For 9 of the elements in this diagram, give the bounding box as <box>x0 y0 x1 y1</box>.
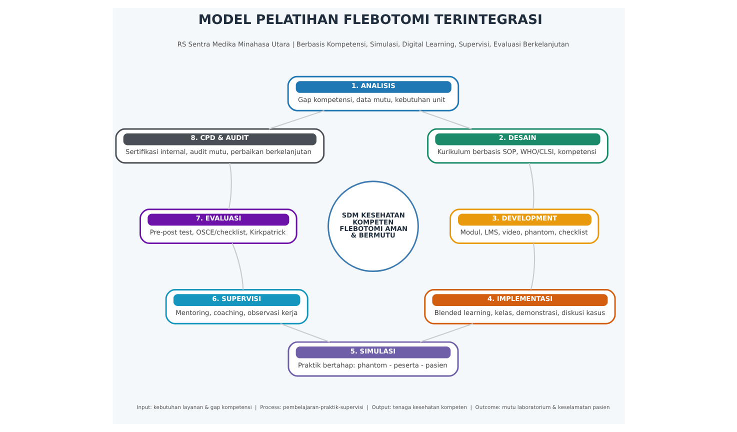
connector <box>530 243 535 290</box>
connector <box>419 323 473 343</box>
diagram-title: MODEL PELATIHAN FLEBOTOMI TERINTEGRASI <box>198 12 542 28</box>
connector <box>228 162 232 210</box>
connector <box>280 323 330 343</box>
connector <box>528 162 534 210</box>
connector <box>268 110 324 130</box>
connector <box>231 243 244 290</box>
connector <box>418 110 472 130</box>
